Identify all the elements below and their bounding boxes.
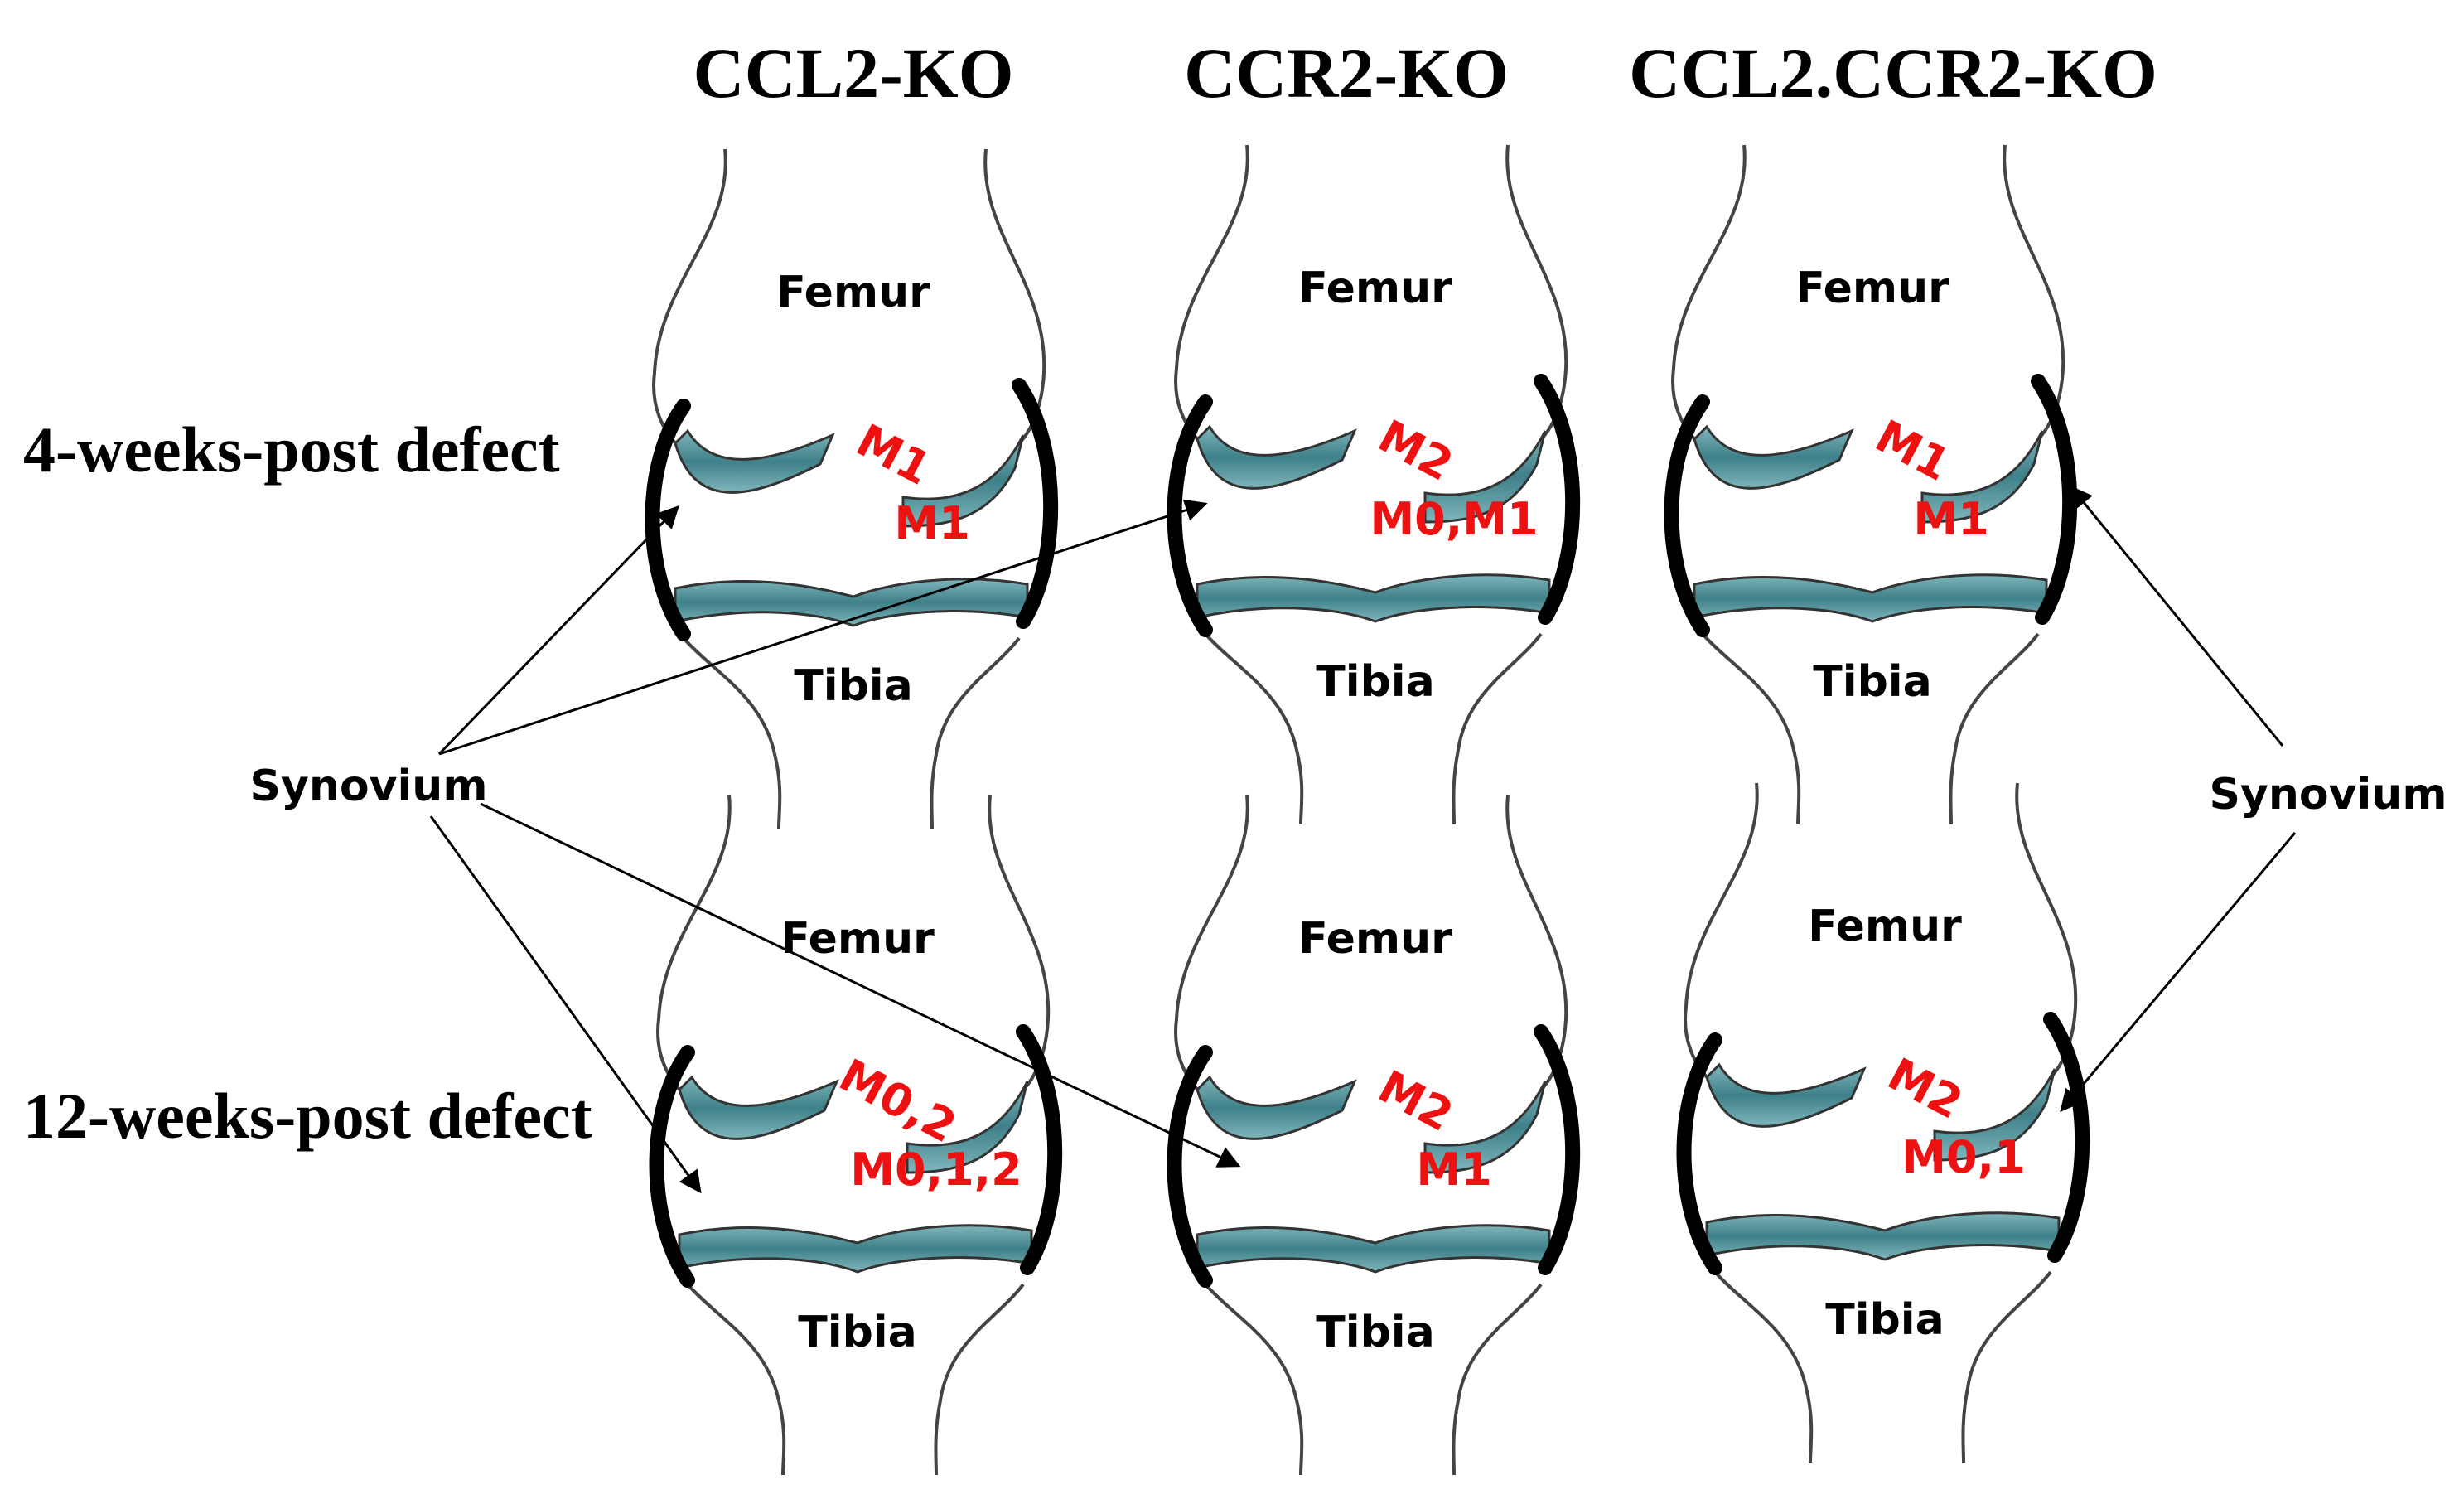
femur-label: Femur — [1298, 914, 1452, 964]
femoral-cartilage-left — [1693, 424, 1854, 490]
defect-macrophage-label: M1 — [1867, 409, 1959, 491]
femoral-cartilage-left — [678, 1075, 839, 1140]
tibia-outline-right — [1452, 1283, 1543, 1476]
tibia-outline-left — [1204, 632, 1304, 825]
tibia-outline-right — [930, 636, 1021, 829]
synovial-macrophage-label: M0,1,2 — [850, 1144, 1022, 1196]
defect-macrophage-label: M0,2 — [831, 1049, 964, 1153]
row-title-4-weeks: 4-weeks-post defect — [23, 413, 560, 486]
femoral-cartilage-right — [906, 1081, 1029, 1174]
tibia-outline-right — [1949, 632, 2040, 825]
tibial-cartilage — [1693, 573, 2048, 623]
tibia-outline-left — [682, 636, 782, 829]
tibia-outline-left — [1204, 1283, 1304, 1476]
tibial-cartilage — [1705, 1211, 2061, 1261]
tibia-label: Tibia — [1813, 657, 1931, 707]
femoral-cartilage-right — [1933, 1068, 2056, 1162]
tibia-outline-left — [1701, 632, 1801, 825]
column-title-ccr2-ko: CCR2-KO — [1184, 33, 1509, 113]
femoral-cartilage-right — [1423, 430, 1547, 524]
tibial-cartilage — [1196, 573, 1551, 623]
synovium-left — [645, 399, 691, 641]
tibial-cartilage — [678, 1224, 1033, 1274]
tibia-outline-left — [1713, 1270, 1814, 1463]
tibia-outline-right — [1961, 1270, 2052, 1463]
column-title-ccl2-ccr2-ko: CCL2.CCR2-KO — [1629, 33, 2157, 113]
femur-label: Femur — [1795, 264, 1949, 313]
tibia-label: Tibia — [1316, 657, 1434, 707]
synovium-arrows — [429, 485, 2297, 1194]
femoral-cartilage-right — [901, 434, 1025, 528]
femur-label: Femur — [1808, 902, 1962, 951]
synovium-right — [1012, 378, 1059, 629]
synovium-arrow-4 — [480, 802, 1241, 1168]
defect-macrophage-label: M1 — [848, 413, 940, 495]
tibia-outline-left — [686, 1283, 786, 1476]
synovial-macrophage-label: M1 — [1913, 493, 1988, 545]
femur-outline-left — [1174, 795, 1249, 1095]
synovium-arrow-1 — [437, 505, 679, 756]
synovial-macrophage-label: M0,1 — [1901, 1131, 2025, 1183]
synovium-right — [1534, 374, 1581, 625]
tibia-label: Tibia — [794, 661, 912, 711]
synovium-right — [1016, 1024, 1063, 1275]
synovium-right — [2043, 1012, 2090, 1263]
tibia-outline-right — [1452, 632, 1543, 825]
femur-outline-left — [656, 795, 732, 1095]
defect-macrophage-label: M2 — [1370, 409, 1461, 491]
tibial-cartilage — [1196, 1224, 1551, 1274]
femoral-cartilage-right — [1423, 1081, 1547, 1174]
synovium-label-left: Synovium — [249, 762, 487, 811]
synovium-arrow-3 — [429, 815, 702, 1194]
femur-outline-left — [1174, 144, 1249, 445]
synovium-left — [1167, 1045, 1213, 1288]
synovial-macrophage-label: M0,M1 — [1370, 493, 1538, 545]
synovium-arrow-6 — [2060, 832, 2297, 1113]
row-title-12-weeks: 12-weeks-post defect — [23, 1080, 592, 1152]
femur-label: Femur — [776, 268, 930, 317]
femoral-cartilage-left — [1705, 1062, 1867, 1128]
synovium-arrow-5 — [2070, 485, 2284, 747]
femoral-cartilage-left — [1196, 424, 1357, 490]
tibia-label: Tibia — [1825, 1295, 1944, 1345]
tibia-label: Tibia — [798, 1308, 916, 1357]
femur-label: Femur — [780, 914, 935, 964]
synovial-macrophage-label: M1 — [894, 497, 969, 549]
synovium-arrow-2 — [438, 499, 1208, 756]
defect-macrophage-label: M2 — [1880, 1047, 1971, 1129]
femur-outline-left — [652, 148, 727, 449]
synovium-left — [1664, 394, 1710, 637]
femur-label: Femur — [1298, 264, 1452, 313]
synovium-left — [649, 1045, 695, 1288]
femoral-cartilage-left — [1196, 1075, 1357, 1140]
column-title-ccl2-ko: CCL2-KO — [693, 33, 1014, 113]
femur-outline-left — [1684, 782, 1759, 1083]
synovium-right — [2031, 374, 2078, 625]
tibia-label: Tibia — [1316, 1308, 1434, 1357]
femoral-cartilage-left — [674, 428, 835, 494]
synovial-macrophage-label: M1 — [1416, 1144, 1491, 1196]
synovium-label-right: Synovium — [2209, 770, 2447, 820]
tibia-outline-right — [934, 1283, 1025, 1476]
defect-macrophage-label: M2 — [1370, 1060, 1461, 1141]
femoral-cartilage-right — [1920, 430, 2044, 524]
synovium-right — [1534, 1024, 1581, 1275]
synovium-left — [1676, 1032, 1722, 1275]
femur-outline-left — [1671, 144, 1747, 445]
